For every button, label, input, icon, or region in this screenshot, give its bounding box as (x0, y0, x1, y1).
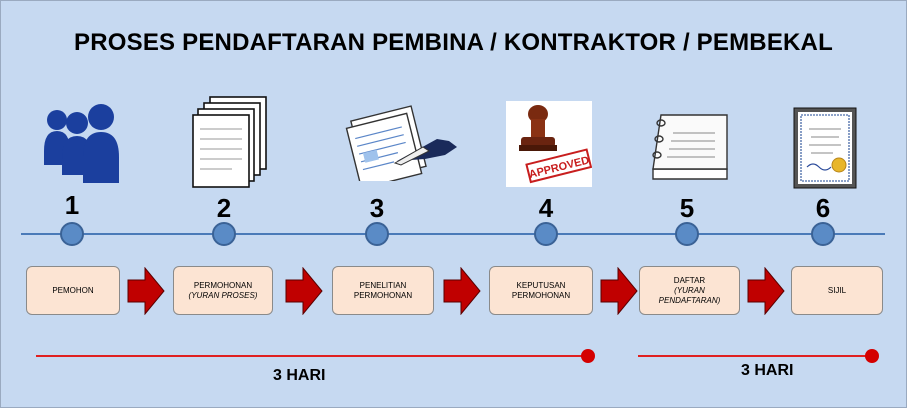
people-icon (44, 104, 119, 183)
step-box-6: SIJIL (791, 266, 883, 315)
timeline-node-5 (675, 222, 699, 246)
duration-label-2: 3 HARI (741, 362, 794, 379)
step-label: PERMOHONAN (193, 280, 253, 290)
step-number-4: 4 (538, 193, 554, 223)
arrow-right-icon (443, 267, 481, 315)
page-title: PROSES PENDAFTARAN PEMBINA / KONTRAKTOR … (74, 29, 833, 56)
step-box-3: PENELITIAN PERMOHONAN (332, 266, 434, 315)
duration-end-1 (581, 349, 595, 363)
step-box-5: DAFTAR (YURAN PENDAFTARAN) (639, 266, 740, 315)
step-box-1: PEMOHON (26, 266, 120, 315)
step-box-2: PERMOHONAN (YURAN PROSES) (173, 266, 273, 315)
step-note: (YURAN PROSES) (188, 290, 258, 300)
arrow-right-icon (747, 267, 785, 315)
timeline-node-4 (534, 222, 558, 246)
step-label: DAFTAR (673, 275, 706, 285)
arrow-right-icon (127, 267, 165, 315)
timeline-node-6 (811, 222, 835, 246)
arrow-right-icon (285, 267, 323, 315)
duration-line-2 (638, 355, 870, 357)
step-number-2: 2 (216, 193, 232, 223)
timeline-line (21, 233, 885, 235)
step-label: SIJIL (827, 285, 847, 295)
duration-end-2 (865, 349, 879, 363)
step-number-6: 6 (815, 193, 831, 223)
timeline-node-3 (365, 222, 389, 246)
step-label: KEPUTUSAN (516, 280, 566, 290)
timeline-node-1 (60, 222, 84, 246)
certificate-icon (793, 107, 857, 189)
step-label: PEMOHON (52, 285, 94, 295)
duration-line-1 (36, 355, 586, 357)
timeline-node-2 (212, 222, 236, 246)
register-book-icon (652, 114, 728, 180)
step-number-1: 1 (64, 190, 80, 220)
signing-document-icon (345, 105, 457, 181)
step-box-4: KEPUTUSAN PERMOHONAN (489, 266, 593, 315)
step-number-5: 5 (679, 193, 695, 223)
approved-stamp-icon: APPROVED (506, 101, 592, 187)
duration-label-1: 3 HARI (273, 367, 326, 384)
step-note: (YURAN (674, 285, 705, 295)
step-label: PERMOHONAN (511, 290, 571, 300)
step-label: PERMOHONAN (353, 290, 413, 300)
step-note: PENDAFTARAN) (658, 295, 721, 305)
arrow-right-icon (600, 267, 638, 315)
documents-icon (192, 96, 267, 188)
step-label: PENELITIAN (359, 280, 407, 290)
step-number-3: 3 (369, 193, 385, 223)
